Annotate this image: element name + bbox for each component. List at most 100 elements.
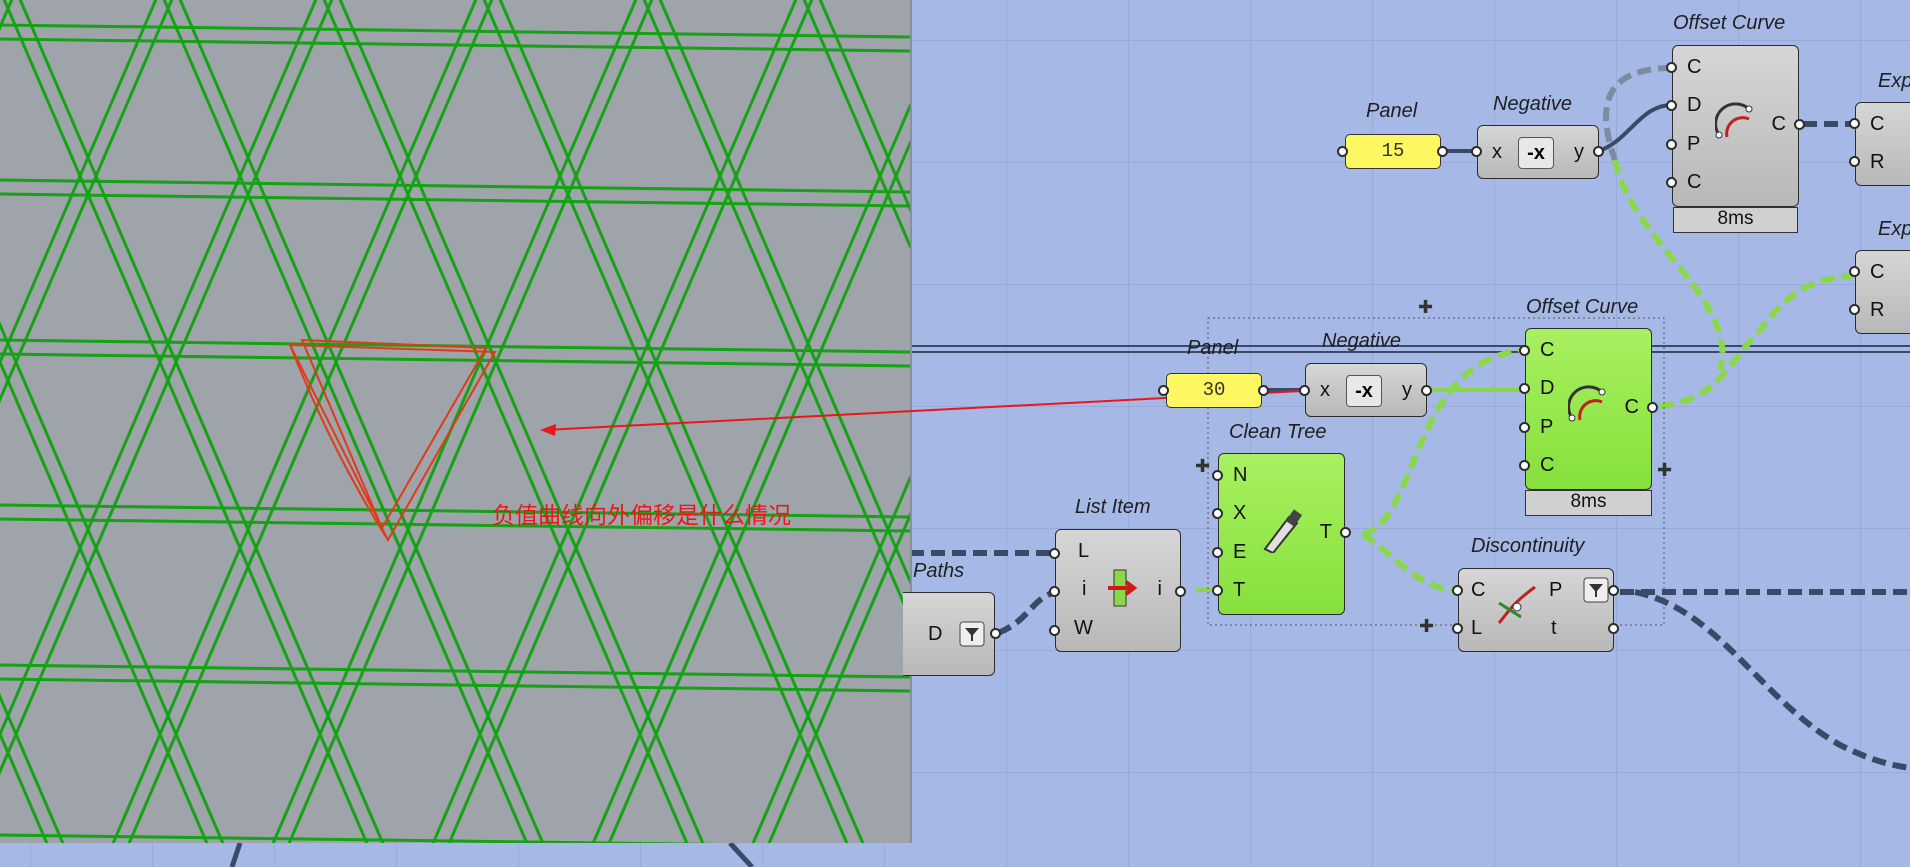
port-grip[interactable] (1666, 62, 1677, 73)
panel-grip[interactable] (1437, 146, 1448, 157)
negative-icon: -x (1346, 375, 1382, 407)
port-e: E (1233, 541, 1247, 563)
port-grip[interactable] (1471, 146, 1482, 157)
grid-diagonal-line (447, 0, 814, 843)
grid-diagonal-line (751, 474, 910, 843)
port-x: x (1320, 379, 1330, 401)
port-c: C (1870, 261, 1885, 283)
panel-15[interactable]: 15 (1345, 134, 1441, 169)
port-grip[interactable] (1666, 139, 1677, 150)
port-out-c: C (1771, 113, 1786, 135)
filter-icon (1583, 577, 1609, 603)
port-grip[interactable] (1519, 345, 1530, 356)
port-grip[interactable] (1049, 548, 1060, 559)
port-grip[interactable] (1519, 383, 1530, 394)
offset-curve-component-selected[interactable]: C D P C C (1525, 328, 1652, 490)
drag-cross-icon[interactable]: ✚ (1418, 297, 1434, 317)
port-grip[interactable] (1299, 385, 1310, 396)
negative-component[interactable]: x y -x (1477, 125, 1599, 179)
panel-title: Panel (1366, 100, 1418, 122)
port-grip[interactable] (1849, 156, 1860, 167)
port-t: T (1233, 579, 1246, 601)
port-d: D (1540, 377, 1555, 399)
offset-curve-title: Offset Curve (1526, 296, 1639, 318)
port-out-t: T (1319, 521, 1332, 543)
paths-component[interactable]: D (903, 592, 995, 676)
port-grip[interactable] (1421, 385, 1432, 396)
offset-curve-component[interactable]: C D P C C (1672, 45, 1799, 207)
grid-diagonal-line (322, 0, 689, 843)
port-out-i: i (1157, 578, 1162, 600)
port-grip[interactable] (1212, 508, 1223, 519)
wire-neg-offset-top (1598, 103, 1673, 153)
port-grip[interactable] (1452, 623, 1463, 634)
port-grip[interactable] (1794, 119, 1805, 130)
port-grip[interactable] (1666, 177, 1677, 188)
discontinuity-component[interactable]: C L P t (1458, 568, 1614, 652)
port-grip[interactable] (1452, 585, 1463, 596)
port-grip[interactable] (1849, 304, 1860, 315)
timer-label: 8ms (1673, 207, 1798, 233)
grid-diagonal-line (338, 0, 705, 843)
panel-grip[interactable] (1258, 385, 1269, 396)
negative-component[interactable]: x y -x (1305, 363, 1427, 417)
wire-disc-out-curve (1634, 589, 1910, 771)
list-item-component[interactable]: L i W i (1055, 529, 1181, 652)
wire-top-dashed (1603, 65, 1673, 162)
grid-diagonal-line (802, 0, 910, 250)
port-grip[interactable] (1666, 100, 1677, 111)
port-grip[interactable] (1212, 585, 1223, 596)
port-y: y (1574, 141, 1584, 163)
list-item-title: List Item (1075, 496, 1151, 518)
rhino-viewport[interactable] (0, 0, 912, 843)
grid-horizontal-line (0, 352, 910, 368)
port-w: W (1074, 617, 1093, 639)
port-grip[interactable] (1212, 470, 1223, 481)
grid-horizontal-line (0, 663, 910, 679)
port-grip[interactable] (1608, 623, 1619, 634)
grid-diagonal-line (0, 0, 318, 738)
grid-diagonal-line (0, 0, 158, 366)
port-d: D (928, 623, 943, 645)
port-grip[interactable] (1647, 402, 1658, 413)
port-x: X (1233, 502, 1247, 524)
clean-tree-title: Clean Tree (1229, 421, 1327, 443)
port-grip[interactable] (1849, 266, 1860, 277)
port-grip[interactable] (1593, 146, 1604, 157)
explode-component-a[interactable]: C R (1855, 102, 1910, 186)
port-l: L (1471, 617, 1483, 639)
port-grip[interactable] (990, 628, 1001, 639)
port-grip[interactable] (1340, 527, 1351, 538)
port-c: C (1540, 339, 1555, 361)
port-y: y (1402, 379, 1412, 401)
clean-tree-component[interactable]: N X E T T (1218, 453, 1345, 615)
grid-horizontal-line (0, 503, 910, 519)
port-grip[interactable] (1212, 547, 1223, 558)
grid-diagonal-line (482, 0, 849, 843)
grid-diagonal-line (642, 0, 910, 622)
port-grip[interactable] (1049, 625, 1060, 636)
offset-curve-title: Offset Curve (1673, 12, 1786, 34)
port-grip[interactable] (1519, 460, 1530, 471)
panel-grip[interactable] (1158, 385, 1169, 396)
port-grip[interactable] (1049, 586, 1060, 597)
port-grip[interactable] (1519, 422, 1530, 433)
port-grip[interactable] (1175, 586, 1186, 597)
port-i: i (1082, 578, 1087, 600)
panel-title: Panel (1187, 337, 1239, 359)
discontinuity-icon (1497, 585, 1536, 624)
panel-grip[interactable] (1337, 146, 1348, 157)
panel-30[interactable]: 30 (1166, 373, 1262, 408)
drag-cross-icon[interactable]: ✚ (1657, 460, 1673, 480)
filter-icon (959, 621, 985, 647)
wire-clean-offset (1362, 347, 1526, 537)
arrow-head (540, 424, 556, 436)
port-grip[interactable] (1608, 585, 1619, 596)
port-grip[interactable] (1849, 118, 1860, 129)
wire-paths-list (996, 589, 1057, 636)
wire-offset-out (1659, 272, 1856, 409)
drag-cross-icon[interactable]: ✚ (1419, 616, 1435, 636)
explode-component-b[interactable]: C R (1855, 250, 1910, 334)
port-t: t (1551, 617, 1557, 639)
drag-cross-icon[interactable]: ✚ (1195, 456, 1211, 476)
